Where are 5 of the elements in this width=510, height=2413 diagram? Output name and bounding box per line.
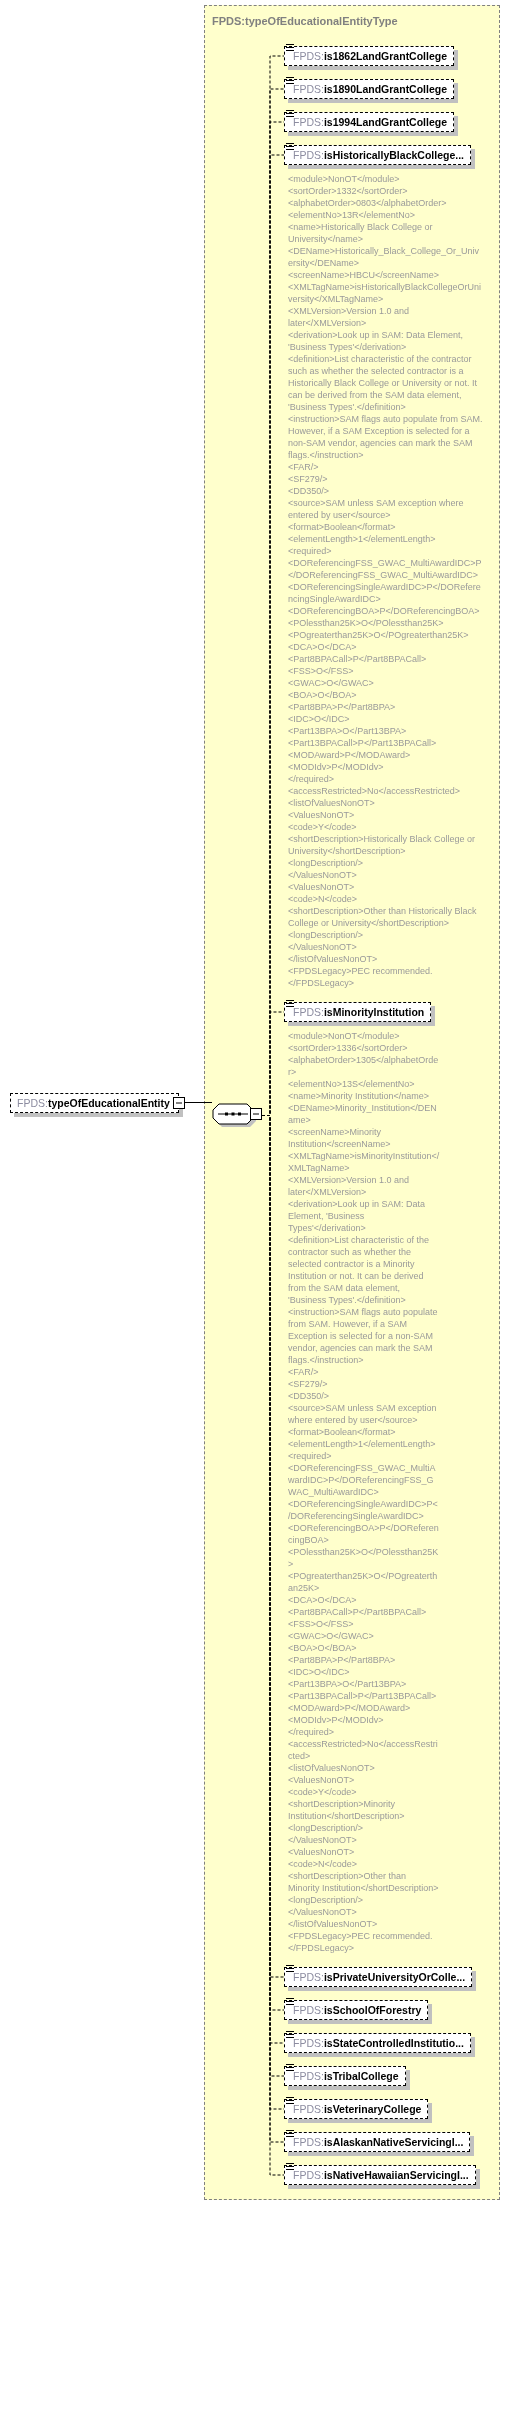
annotation-text: <module>NonOT</module> <sortOrder>1336</sortOrder> <alphabetOrder>1305</alphabetOrder> <elementNo>13S</elementNo> <name>Minority Institution</name> <DEName>Minority_Institution</DEName> <screenName>Minority Institution</screenName> <XMLTagName>isMinorityInstitution</XMLTagName> <XMLVersion>Version 1.0 and later</XMLVersion> <derivation>Look up in SAM: Data Element, 'Business Types'</derivation> <definition>List characteristic of the contractor such as whether the selected contractor is a Minority Institution or not. It can be derived from the SAM data element, 'Business Types'.</definition> <instruction>SAM flags auto populate from SAM. However, if a SAM Exception is selected for a non-SAM vendor, agencies can mark the SAM flags.</instruction> <FAR/> <SF279/> <DD350/> <source>SAM unless SAM exception where entered by user</source> <format>Boolean</format> <elementLength>1</elementLength> <required> <DOReferencingFSS_GWAC_MultiAwardIDC>P</DOReferencingFSS_GWAC_MultiAwardIDC> <DOReferencingSingleAwardIDC>P</DOReferencingSingleAwardIDC> <DOReferencingBOA>P</DOReferencingBOA> <POlessthan25K>O</POlessthan25K> <POgreaterthan25K>O</POgreaterthan25K> <DCA>O</DCA> <Part8BPACall>P</Part8BPACall> <FSS>O</FSS> <GWAC>O</GWAC> <BOA>O</BOA> <Part8BPA>P</Part8BPA> <IDC>O</IDC> <Part13BPA>O</Part13BPA> <Part13BPACall>P</Part13BPACall> <MODAward>P</MODAward> <MODIdv>P</MODIdv> </required> <accessRestricted>No</accessRestricted> <listOfValuesNonOT> <ValuesNonOT> <code>Y</code> <shortDescription>Minority Institution</shortDescription> <longDescription/> </ValuesNonOT> <ValuesNonOT> <code>N</code> <shortDescription>Other than Minority Institution</shortDescription> <longDescription/> </ValuesNonOT> </listOfValuesNonOT> <FPDSLegacy>PEC recommended.</FPDSLegacy> xyxy=(288,1030,440,1954)
type-title: FPDS:typeOfEducationalEntityType xyxy=(212,14,398,28)
annotation-text: <module>NonOT</module> <sortOrder>1332</sortOrder> <alphabetOrder>0803</alphabetOrder> <elementNo>13R</elementNo> <name>Historically Black College or University</name> <DEName>Historically_Black_College_Or_University</DEName> <screenName>HBCU</screenName> <XMLTagName>isHistoricallyBlackCollegeOrUniversity</XMLTagName> <XMLVersion>Version 1.0 and later</XMLVersion> <derivation>Look up in SAM: Data Element, 'Business Types'</derivation> <definition>List characteristic of the contractor such as whether the selected contractor is a Historically Black College or University or not. It can be derived from the SAM data element, 'Business Types'.</definition> <instruction>SAM flags auto populate from SAM. However, if a SAM Exception is selected for a non-SAM vendor, agencies can mark the SAM flags.</instruction> <FAR/> <SF279/> <DD350/> <source>SAM unless SAM exception where entered by user</source> <format>Boolean</format> <elementLength>1</elementLength> <required> <DOReferencingFSS_GWAC_MultiAwardIDC>P</DOReferencingFSS_GWAC_MultiAwardIDC> <DOReferencingSingleAwardIDC>P</DOReferencingSingleAwardIDC> <DOReferencingBOA>P</DOReferencingBOA> <POlessthan25K>O</POlessthan25K> <POgreaterthan25K>O</POgreaterthan25K> <DCA>O</DCA> <Part8BPACall>P</Part8BPACall> <FSS>O</FSS> <GWAC>O</GWAC> <BOA>O</BOA> <Part8BPA>P</Part8BPA> <IDC>O</IDC> <Part13BPA>O</Part13BPA> <Part13BPACall>P</Part13BPACall> <MODAward>P</MODAward> <MODIdv>P</MODIdv> </required> <accessRestricted>No</accessRestricted> <listOfValuesNonOT> <ValuesNonOT> <code>Y</code> <shortDescription>Historically Black College or University</shortDescription> <longDescription/> </ValuesNonOT> <ValuesNonOT> <code>N</code> <shortDescription>Other than Historically Black College or University</shortDescription> <longDescription/> </ValuesNonOT> </listOfValuesNonOT> <FPDSLegacy>PEC recommended.</FPDSLegacy> xyxy=(288,173,484,989)
connector-line xyxy=(184,1102,213,1103)
complex-type-panel xyxy=(204,5,500,2200)
